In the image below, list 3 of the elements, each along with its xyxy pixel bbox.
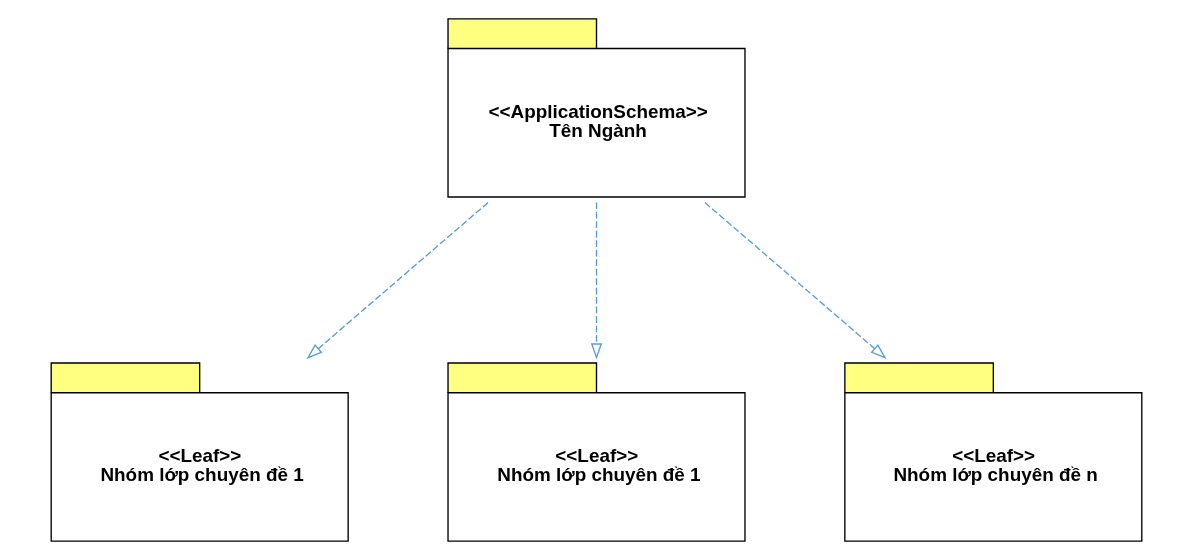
arrow xyxy=(305,201,489,359)
arrow xyxy=(703,201,887,359)
arrow xyxy=(590,201,602,360)
